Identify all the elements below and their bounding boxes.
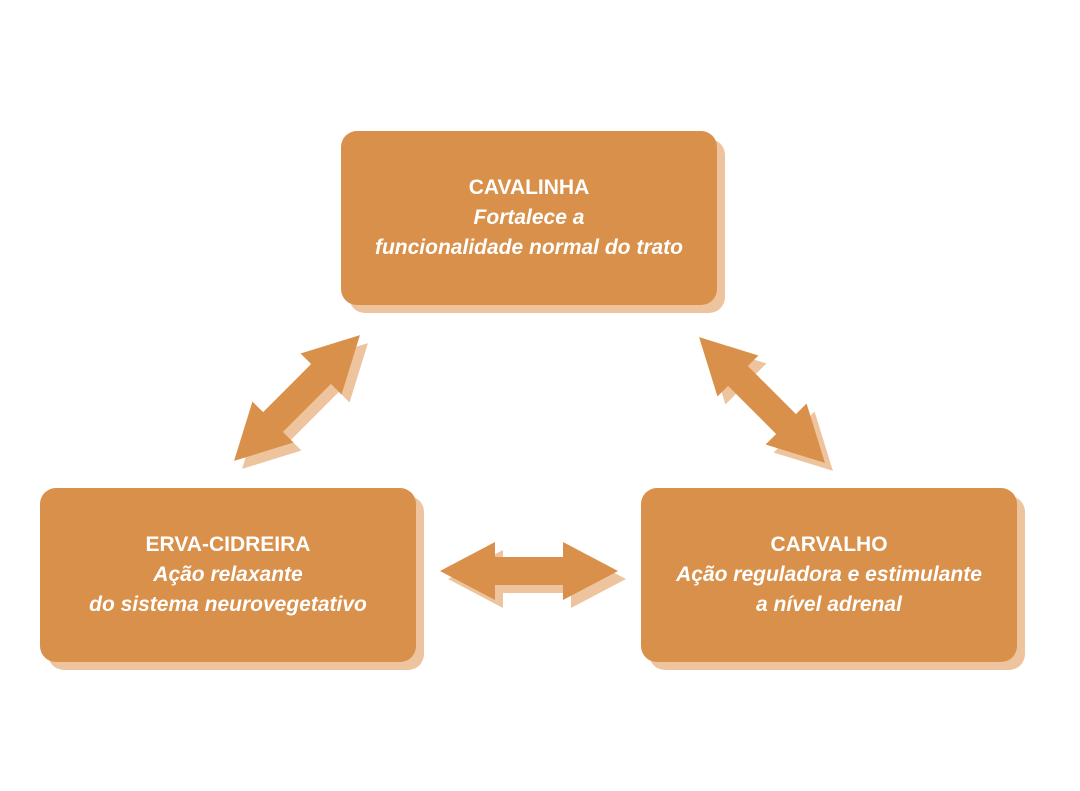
node-description-line: do sistema neurovegetativo (89, 593, 367, 616)
arrow-cavalinha-carvalho (678, 316, 854, 492)
node-title: ERVA-CIDREIRA (145, 533, 311, 556)
node-description-line: Ação reguladora e estimulante (676, 563, 982, 586)
node-description-line: Ação relaxante (153, 563, 303, 586)
node-carvalho: CARVALHO Ação reguladora e estimulante a… (641, 488, 1017, 662)
arrow-cavalinha-erva-cidreira (213, 314, 389, 490)
arrow-erva-cidreira-carvalho (440, 542, 626, 608)
node-title: CARVALHO (770, 533, 888, 556)
node-erva-cidreira: ERVA-CIDREIRA Ação relaxante do sistema … (40, 488, 416, 662)
node-title: CAVALINHA (468, 176, 590, 199)
node-description-line: funcionalidade normal do trato (374, 236, 684, 259)
node-description-line: a nível adrenal (756, 593, 902, 616)
node-cavalinha: CAVALINHA Fortalece a funcionalidade nor… (341, 131, 717, 305)
node-description-line: Fortalece a (473, 206, 585, 229)
